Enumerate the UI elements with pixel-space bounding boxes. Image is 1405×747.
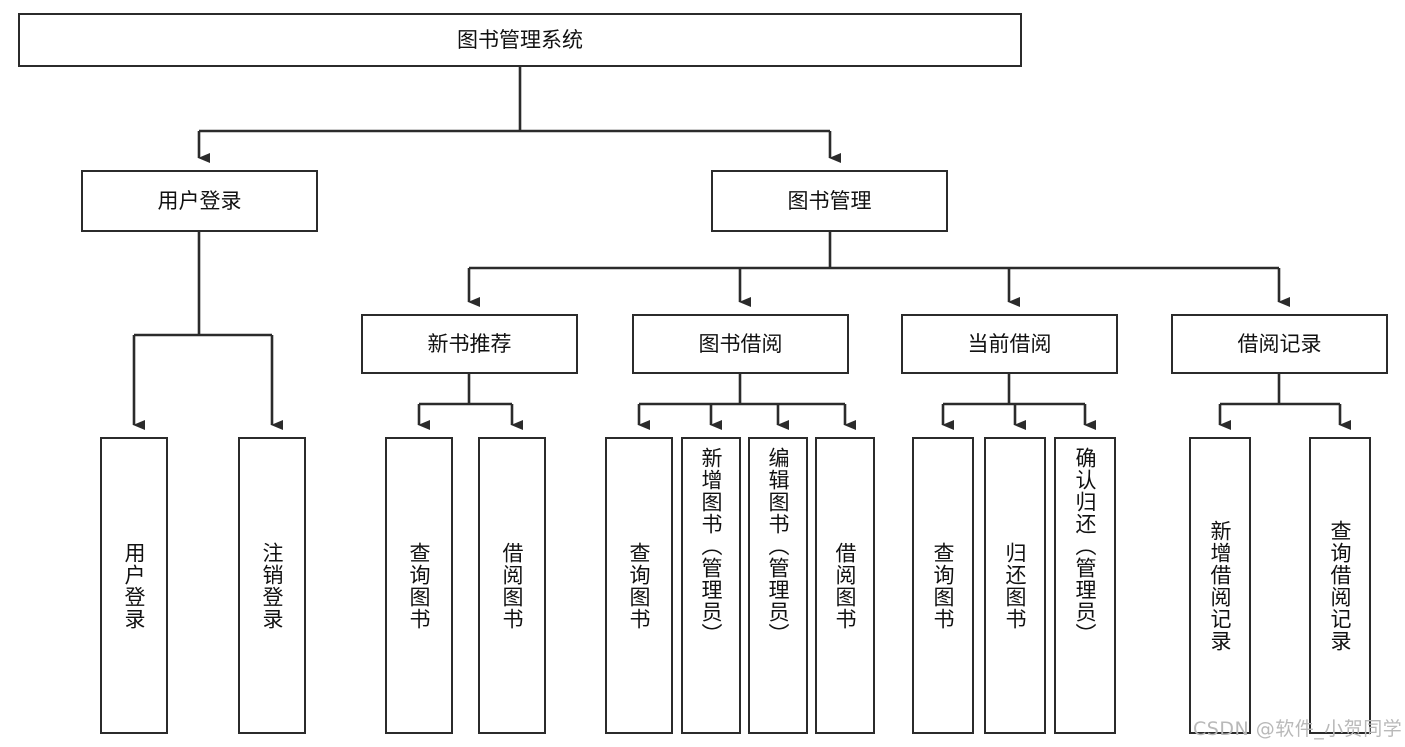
node-leaf-add-book-label: 新增图书（管理员） [699, 447, 724, 645]
node-book-manage[interactable]: 图书管理 [711, 170, 948, 232]
connector-group-new-book-rec [417, 374, 523, 430]
node-leaf-borrow-book-2-label: 借阅图书 [833, 541, 858, 630]
node-user-login-label: 用户登录 [157, 188, 242, 213]
node-leaf-query-book-2-label: 查询图书 [627, 541, 652, 630]
node-user-login[interactable]: 用户登录 [81, 170, 318, 232]
node-current-borrow-label: 当前借阅 [967, 331, 1052, 356]
node-leaf-add-record[interactable]: 新增借阅记录 [1189, 437, 1251, 734]
node-leaf-return-book[interactable]: 归还图书 [984, 437, 1046, 734]
node-new-book-rec-label: 新书推荐 [427, 331, 512, 356]
node-leaf-query-book-2[interactable]: 查询图书 [605, 437, 673, 734]
node-leaf-borrow-book-1[interactable]: 借阅图书 [478, 437, 546, 734]
node-leaf-borrow-book-2[interactable]: 借阅图书 [815, 437, 875, 734]
connector-group-book-manage [467, 232, 1290, 307]
node-leaf-edit-book[interactable]: 编辑图书（管理员） [748, 437, 808, 734]
connector-group-user-login [132, 232, 283, 430]
node-book-borrow[interactable]: 图书借阅 [632, 314, 849, 374]
connector-group-borrow-record [1218, 374, 1351, 430]
node-leaf-user-login[interactable]: 用户登录 [100, 437, 168, 734]
node-leaf-user-login-label: 用户登录 [122, 541, 147, 630]
node-leaf-borrow-book-1-label: 借阅图书 [500, 541, 525, 630]
node-leaf-confirm-return[interactable]: 确认归还（管理员） [1054, 437, 1116, 734]
node-leaf-query-book-1[interactable]: 查询图书 [385, 437, 453, 734]
node-leaf-query-book-1-label: 查询图书 [407, 541, 432, 630]
node-root[interactable]: 图书管理系统 [18, 13, 1022, 67]
node-book-manage-label: 图书管理 [787, 188, 872, 213]
watermark-text: CSDN @软件_小贺同学 [1193, 718, 1403, 740]
node-current-borrow[interactable]: 当前借阅 [901, 314, 1118, 374]
node-leaf-query-record[interactable]: 查询借阅记录 [1309, 437, 1371, 734]
node-borrow-record[interactable]: 借阅记录 [1171, 314, 1388, 374]
connector-group-current-borrow [941, 374, 1096, 430]
connector-group-book-borrow [637, 374, 856, 430]
node-root-label: 图书管理系统 [457, 27, 583, 52]
node-new-book-rec[interactable]: 新书推荐 [361, 314, 578, 374]
node-leaf-confirm-return-label: 确认归还（管理员） [1073, 447, 1098, 645]
node-book-borrow-label: 图书借阅 [698, 331, 783, 356]
node-borrow-record-label: 借阅记录 [1237, 331, 1322, 356]
node-leaf-logout-label: 注销登录 [260, 541, 285, 630]
connector-group-root [197, 67, 841, 163]
node-leaf-logout[interactable]: 注销登录 [238, 437, 306, 734]
node-leaf-query-book-3-label: 查询图书 [931, 541, 956, 630]
node-leaf-query-record-label: 查询借阅记录 [1328, 519, 1353, 652]
node-leaf-query-book-3[interactable]: 查询图书 [912, 437, 974, 734]
node-leaf-edit-book-label: 编辑图书（管理员） [766, 447, 791, 645]
node-leaf-return-book-label: 归还图书 [1003, 541, 1028, 630]
node-leaf-add-record-label: 新增借阅记录 [1208, 519, 1233, 652]
node-leaf-add-book[interactable]: 新增图书（管理员） [681, 437, 741, 734]
